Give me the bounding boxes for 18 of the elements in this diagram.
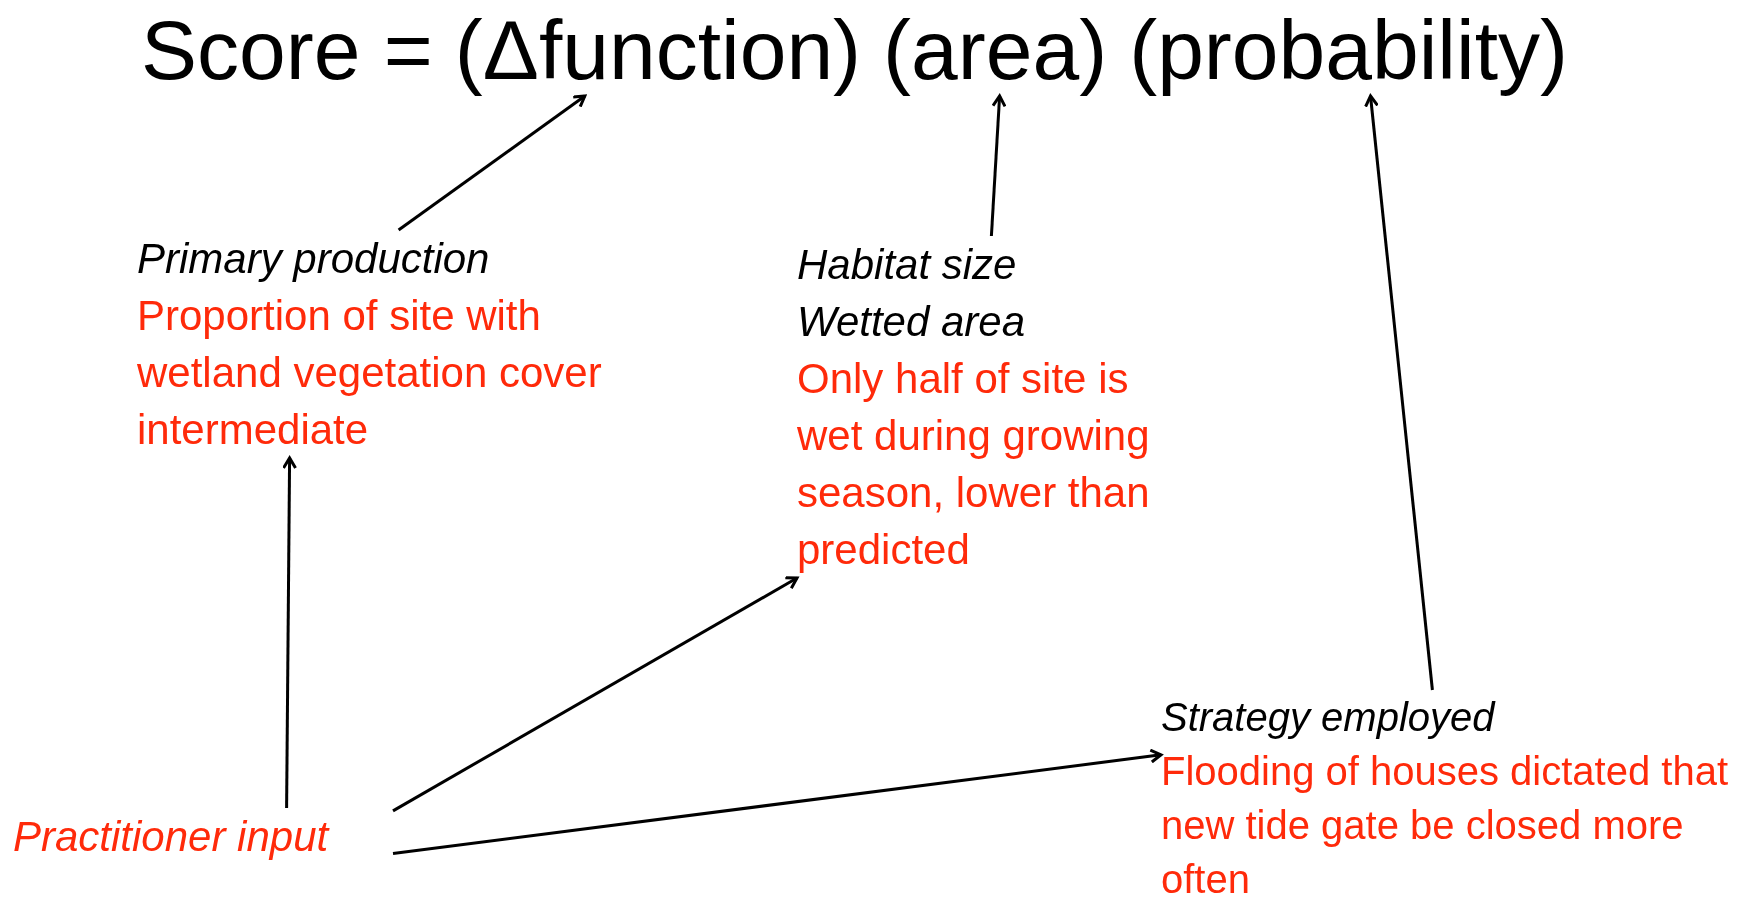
formula-term: (Δfunction) bbox=[454, 4, 862, 96]
assessment-note: Flooding of houses dictated that new tide gate be closed more often bbox=[1161, 748, 1730, 903]
criterion-heading: Wetted area bbox=[797, 297, 1026, 347]
arrow bbox=[392, 748, 1163, 856]
arrow bbox=[1364, 94, 1434, 691]
arrow bbox=[282, 456, 297, 808]
formula-text: Score = bbox=[141, 4, 433, 96]
formula-term: (area) bbox=[883, 4, 1108, 96]
formula-term: (probability) bbox=[1129, 4, 1568, 96]
input-label: Practitioner input bbox=[13, 812, 331, 862]
criterion-heading: Primary production bbox=[137, 234, 490, 284]
criterion-heading: Strategy employed bbox=[1161, 694, 1495, 741]
arrow bbox=[989, 94, 1007, 237]
criterion-heading: Habitat size bbox=[797, 240, 1017, 290]
arrow bbox=[392, 576, 799, 813]
assessment-note: Only half of site is wet during growing season, lower than predicted bbox=[797, 354, 1151, 575]
arrow bbox=[397, 94, 587, 232]
assessment-note: Proportion of site with wetland vegetation cover intermediate bbox=[137, 291, 603, 455]
